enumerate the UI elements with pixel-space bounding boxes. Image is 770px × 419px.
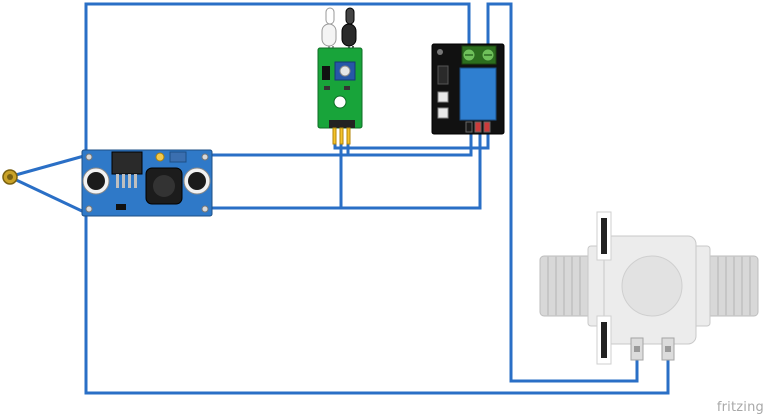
ir-emitter-icon [321,7,337,52]
wire-top-loop [84,2,471,156]
ir-receiver-icon [341,7,357,52]
wire-group [11,2,670,395]
ir-sensor-module [317,7,363,145]
solenoid-valve [539,211,759,365]
wire-bottom-return [84,212,670,395]
valve-terminals [630,337,675,361]
buck-converter-module [81,149,213,217]
wire-input-plus [11,154,85,178]
wire-vcc-bus [207,142,350,157]
wire-gnd-bus [207,132,482,210]
wire-vcc-to-relay [348,132,473,157]
wire-signal [333,132,490,150]
wire-input-minus [11,176,85,214]
relay-module [431,43,505,135]
wire-relay-to-valve [486,2,639,383]
relay-terminal-block [461,45,497,65]
power-input-connector [2,169,18,185]
fritzing-watermark: fritzing [716,400,764,415]
